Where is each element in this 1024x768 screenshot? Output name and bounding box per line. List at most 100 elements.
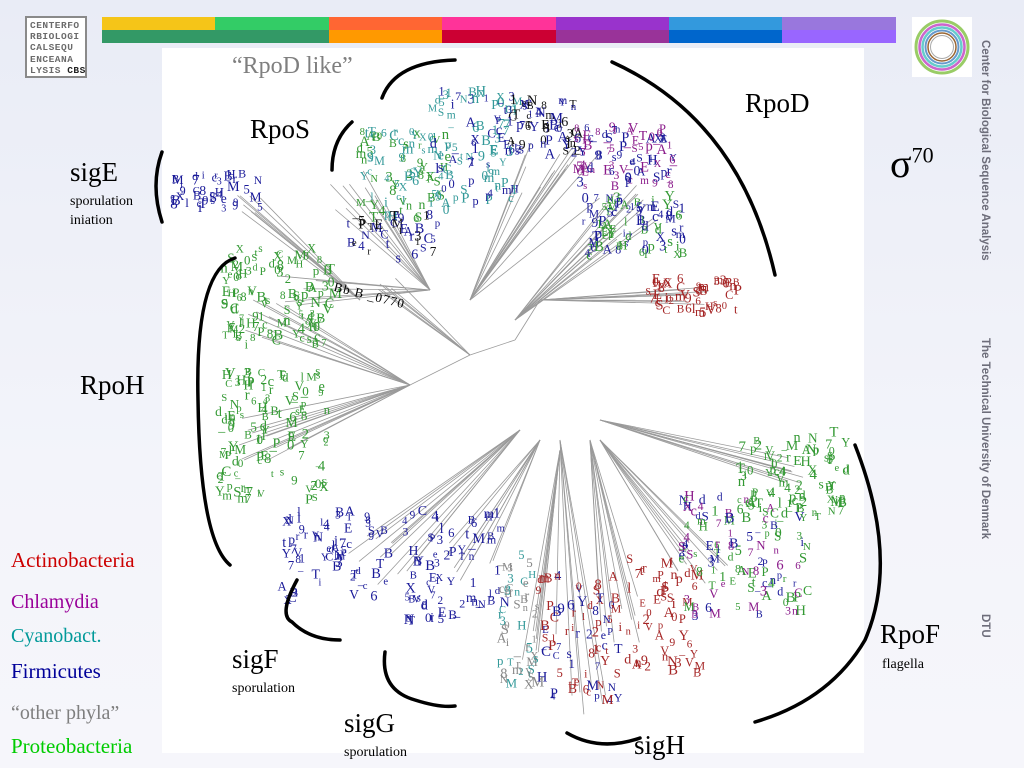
- bracket-sigh: [565, 731, 642, 746]
- tree-branch: [469, 166, 527, 301]
- tree-leaf-glyph: H: [388, 209, 398, 224]
- sigma-symbol: σ: [890, 141, 912, 186]
- tree-leaf-glyph: S: [221, 392, 227, 404]
- tree-leaf-glyph: P: [598, 214, 606, 230]
- tree-leaf-glyph: i: [506, 637, 509, 649]
- tree-leaf-glyph: E: [651, 199, 660, 215]
- tree-leaf-glyph: M: [526, 655, 537, 669]
- tree-leaf-glyph: 9: [685, 291, 692, 306]
- tree-leaf-glyph: V: [584, 161, 592, 173]
- tree-leaf-glyph: n: [570, 136, 576, 150]
- tree-leaf-glyph: 0: [625, 170, 632, 186]
- tree-leaf-glyph: 5: [452, 142, 458, 154]
- tree-leaf-glyph: 6: [639, 245, 645, 259]
- tree-leaf-glyph: c: [300, 332, 305, 345]
- tree-leaf-glyph: r: [516, 657, 521, 671]
- tree-leaf-glyph: 1: [738, 460, 743, 471]
- tree-leaf-glyph: B: [312, 339, 319, 351]
- tree-leaf-glyph: N: [603, 614, 611, 626]
- tree-leaf-glyph: N: [756, 539, 765, 553]
- tree-leaf-glyph: 3: [310, 309, 315, 320]
- bracket-rpod: [610, 60, 777, 277]
- tree-leaf-glyph: c: [504, 583, 509, 595]
- tree-leaf-glyph: 3: [335, 555, 342, 571]
- tree-leaf-glyph: l: [297, 504, 301, 518]
- bracket-rpos: [330, 120, 354, 172]
- tree-leaf-glyph: 3: [762, 519, 768, 531]
- tree-leaf-glyph: e: [526, 94, 532, 109]
- tree-leaf-glyph: B: [679, 246, 688, 260]
- tree-leaf-glyph: 9: [617, 150, 623, 162]
- tree-leaf-glyph: s: [624, 239, 628, 250]
- tree-leaf-glyph: 2: [302, 426, 309, 442]
- tree-leaf-glyph: B: [445, 168, 454, 182]
- tree-branch: [275, 303, 411, 386]
- tree-leaf-glyph: t: [511, 136, 515, 149]
- tree-leaf-glyph: B: [305, 280, 314, 295]
- tree-leaf-glyph: B: [468, 515, 475, 527]
- tree-leaf-glyph: Y: [669, 153, 677, 164]
- tree-branch: [397, 429, 521, 575]
- tree-leaf-glyph: i: [584, 667, 588, 681]
- tree-leaf-glyph: M: [392, 216, 404, 231]
- tree-branch: [264, 304, 411, 386]
- tree-leaf-glyph: 8: [250, 332, 256, 344]
- tree-leaf-glyph: 6: [776, 558, 783, 574]
- tree-leaf-glyph: p: [789, 489, 796, 505]
- tree-branch: [514, 193, 639, 321]
- tree-leaf-glyph: c: [691, 504, 697, 520]
- tree-leaf-glyph: i: [429, 196, 433, 211]
- tree-leaf-glyph: P: [227, 323, 233, 335]
- tree-branch: [514, 232, 622, 321]
- tree-leaf-glyph: B: [770, 520, 778, 532]
- tree-leaf-glyph: S: [491, 148, 497, 160]
- tree-leaf-glyph: 7: [430, 591, 435, 602]
- tree-leaf-glyph: r: [679, 221, 683, 235]
- tree-leaf-glyph: l: [224, 411, 227, 423]
- tree-leaf-glyph: d: [625, 229, 632, 243]
- tree-leaf-glyph: 4: [358, 239, 365, 253]
- tree-leaf-glyph: N: [803, 541, 811, 553]
- tree-leaf-glyph: E: [344, 521, 352, 536]
- tree-branch: [599, 419, 786, 484]
- tree-leaf-glyph: _: [776, 509, 784, 523]
- tree-branch: [266, 384, 411, 437]
- tree-leaf-glyph: B: [270, 404, 278, 418]
- tree-leaf-glyph: 8: [595, 127, 600, 138]
- tree-leaf-glyph: A: [332, 543, 340, 554]
- tree-leaf-glyph: B: [245, 366, 252, 378]
- tree-leaf-glyph: V: [433, 134, 441, 146]
- tree-leaf-glyph: V: [494, 115, 502, 126]
- tree-leaf-glyph: Y: [420, 162, 428, 174]
- tree-leaf-glyph: n: [571, 101, 577, 113]
- tree-leaf-glyph: d: [656, 584, 664, 600]
- tree-leaf-glyph: _: [513, 644, 522, 660]
- tree-leaf-glyph: 4: [431, 509, 438, 525]
- tree-leaf-glyph: P: [828, 452, 836, 468]
- label-rpos: RpoS: [250, 114, 311, 144]
- tree-leaf-glyph: c: [745, 494, 751, 510]
- tree-leaf-glyph: 5: [244, 182, 250, 196]
- tree-leaf-glyph: M: [587, 678, 600, 694]
- tree-leaf-glyph: 9: [595, 148, 602, 163]
- tree-leaf-glyph: N: [361, 229, 370, 242]
- tree-leaf-glyph: 1: [640, 215, 645, 226]
- tree-leaf-glyph: 1: [240, 318, 245, 329]
- tree-leaf-glyph: 1: [470, 575, 477, 590]
- tree-leaf-glyph: 0: [504, 619, 509, 631]
- tree-leaf-glyph: Y: [679, 628, 690, 644]
- tree-leaf-glyph: 9: [478, 149, 485, 165]
- tree-leaf-glyph: p: [473, 194, 479, 208]
- tree-leaf-glyph: S: [284, 303, 291, 317]
- tree-leaf-glyph: X: [524, 678, 533, 692]
- tree-leaf-glyph: A: [737, 564, 747, 579]
- tree-leaf-glyph: 7: [748, 546, 754, 559]
- tree-leaf-glyph: P: [305, 492, 313, 507]
- tree-branch: [308, 289, 431, 299]
- tree-branch: [375, 429, 521, 540]
- tree-leaf-glyph: T: [507, 658, 514, 669]
- tree-leaf-glyph: X: [405, 581, 416, 597]
- tree-leaf-glyph: i: [775, 519, 778, 530]
- tree-leaf-glyph: T: [231, 328, 238, 340]
- tree-leaf-glyph: n: [729, 278, 736, 294]
